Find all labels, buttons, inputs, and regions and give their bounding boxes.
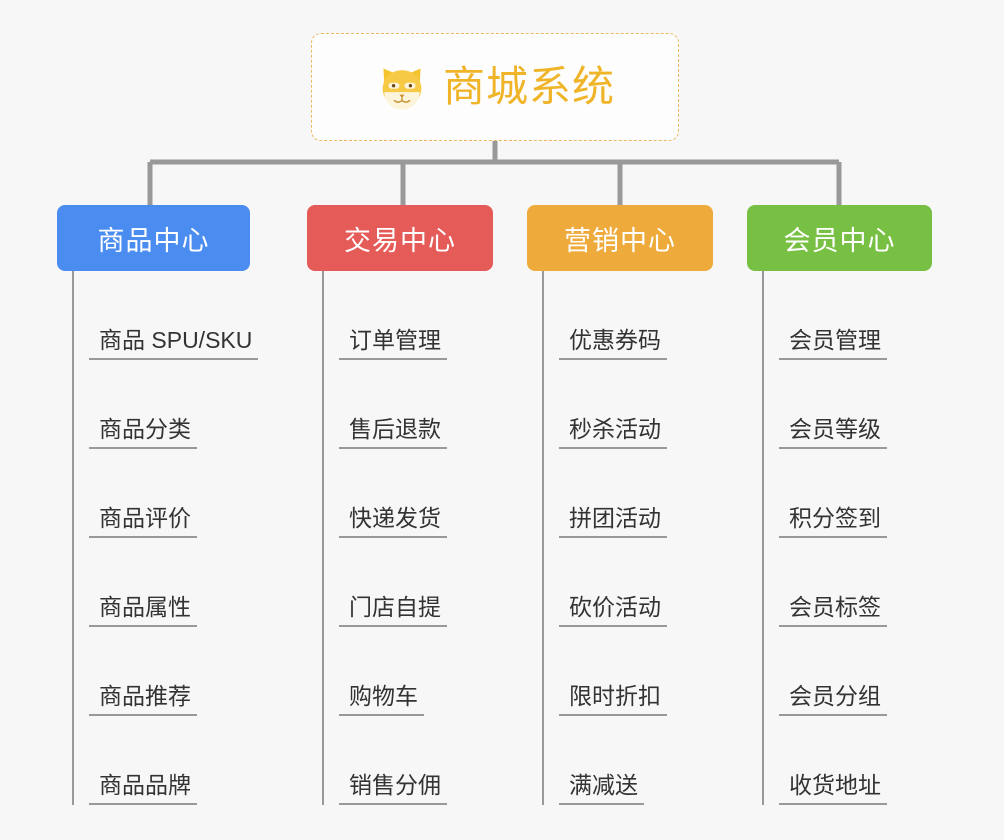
branch-spine [72, 271, 74, 805]
list-item[interactable]: 会员等级 [747, 360, 932, 449]
leaf-label: 销售分佣 [339, 772, 447, 805]
leaf-label: 积分签到 [779, 505, 887, 538]
branch-spine [762, 271, 764, 805]
leaf-label: 会员标签 [779, 594, 887, 627]
list-item[interactable]: 优惠券码 [527, 271, 713, 360]
leaf-label: 商品分类 [89, 416, 197, 449]
leaf-label: 会员等级 [779, 416, 887, 449]
branch-spine [322, 271, 324, 805]
leaf-label: 满减送 [559, 772, 644, 805]
leaf-list-0: 商品 SPU/SKU 商品分类 商品评价 商品属性 商品推荐 商品品牌 [57, 271, 259, 805]
leaf-label: 秒杀活动 [559, 416, 667, 449]
list-item[interactable]: 收货地址 [747, 716, 932, 805]
leaf-label: 会员管理 [779, 327, 887, 360]
branch-header-label: 营销中心 [564, 225, 676, 256]
list-item[interactable]: 秒杀活动 [527, 360, 713, 449]
list-item[interactable]: 订单管理 [307, 271, 493, 360]
list-item[interactable]: 售后退款 [307, 360, 493, 449]
branch-header-0[interactable]: 商品中心 [57, 205, 250, 271]
list-item[interactable]: 会员标签 [747, 538, 932, 627]
branch-column-2: 营销中心 优惠券码 秒杀活动 拼团活动 砍价活动 限时折扣 满减送 [527, 205, 713, 805]
list-item[interactable]: 商品评价 [57, 449, 250, 538]
leaf-list-3: 会员管理 会员等级 积分签到 会员标签 会员分组 收货地址 [747, 271, 932, 805]
list-item[interactable]: 购物车 [307, 627, 493, 716]
root-title: 商城系统 [442, 63, 615, 110]
branch-header-2[interactable]: 营销中心 [527, 205, 713, 271]
leaf-list-1: 订单管理 售后退款 快递发货 门店自提 购物车 销售分佣 [307, 271, 493, 805]
branch-column-0: 商品中心 商品 SPU/SKU 商品分类 商品评价 商品属性 商品推荐 商品品牌 [57, 205, 259, 805]
leaf-label: 商品评价 [89, 505, 197, 538]
branch-column-3: 会员中心 会员管理 会员等级 积分签到 会员标签 会员分组 收货地址 [747, 205, 932, 805]
leaf-label: 拼团活动 [559, 505, 667, 538]
list-item[interactable]: 砍价活动 [527, 538, 713, 627]
branch-column-1: 交易中心 订单管理 售后退款 快递发货 门店自提 购物车 销售分佣 [307, 205, 493, 805]
leaf-label: 收货地址 [779, 772, 887, 805]
list-item[interactable]: 快递发货 [307, 449, 493, 538]
list-item[interactable]: 拼团活动 [527, 449, 713, 538]
branch-header-3[interactable]: 会员中心 [747, 205, 932, 271]
list-item[interactable]: 会员分组 [747, 627, 932, 716]
leaf-label: 门店自提 [339, 594, 447, 627]
leaf-label: 限时折扣 [559, 683, 667, 716]
branch-spine [542, 271, 544, 805]
list-item[interactable]: 满减送 [527, 716, 713, 805]
leaf-label: 优惠券码 [559, 327, 667, 360]
list-item[interactable]: 商品属性 [57, 538, 250, 627]
leaf-label: 快递发货 [339, 505, 447, 538]
list-item[interactable]: 门店自提 [307, 538, 493, 627]
leaf-label: 商品属性 [89, 594, 197, 627]
list-item[interactable]: 销售分佣 [307, 716, 493, 805]
root-node[interactable]: 商城系统 [311, 33, 679, 141]
leaf-list-2: 优惠券码 秒杀活动 拼团活动 砍价活动 限时折扣 满减送 [527, 271, 713, 805]
leaf-label: 订单管理 [339, 327, 447, 360]
branch-header-label: 会员中心 [783, 225, 896, 256]
branch-header-label: 商品中心 [97, 225, 210, 256]
branch-header-label: 交易中心 [344, 225, 456, 256]
branch-header-1[interactable]: 交易中心 [307, 205, 493, 271]
list-item[interactable]: 会员管理 [747, 271, 932, 360]
dog-face-icon [375, 60, 429, 114]
list-item[interactable]: 商品分类 [57, 360, 250, 449]
leaf-label: 商品 SPU/SKU [89, 327, 259, 360]
leaf-label: 购物车 [339, 683, 424, 716]
leaf-label: 售后退款 [339, 416, 447, 449]
list-item[interactable]: 积分签到 [747, 449, 932, 538]
list-item[interactable]: 商品 SPU/SKU [57, 271, 259, 360]
list-item[interactable]: 商品推荐 [57, 627, 250, 716]
leaf-label: 商品推荐 [89, 683, 197, 716]
leaf-label: 商品品牌 [89, 772, 197, 805]
leaf-label: 砍价活动 [559, 594, 667, 627]
list-item[interactable]: 商品品牌 [57, 716, 250, 805]
leaf-label: 会员分组 [779, 683, 887, 716]
list-item[interactable]: 限时折扣 [527, 627, 713, 716]
